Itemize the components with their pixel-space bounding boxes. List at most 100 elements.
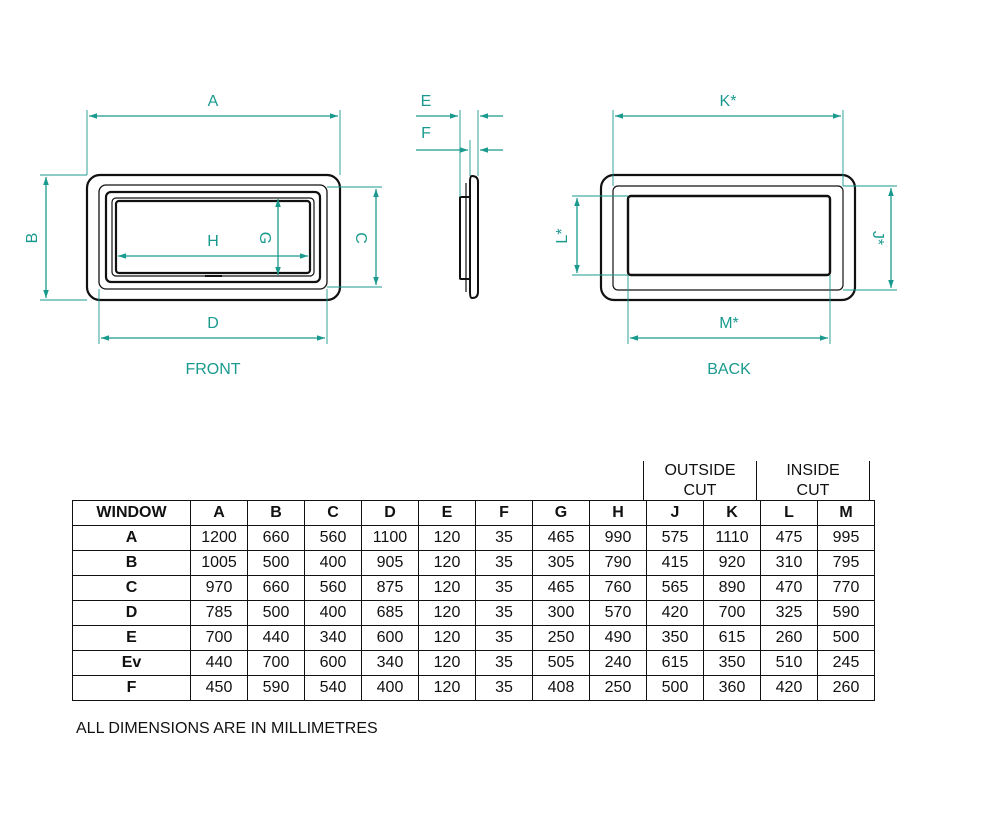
front-flange: [98, 184, 328, 290]
table-cell: 995: [817, 525, 875, 551]
header-l: L: [760, 500, 818, 526]
table-cell: 760: [589, 575, 647, 601]
table-cell: 875: [361, 575, 419, 601]
row-window-name: C: [72, 575, 191, 601]
outside-cut-line1: OUTSIDE: [664, 462, 736, 479]
label-f: F: [421, 125, 431, 142]
table-cell: 700: [703, 600, 761, 626]
table-cell: 250: [589, 675, 647, 701]
front-view-label: FRONT: [185, 361, 240, 378]
table-cell: 660: [247, 575, 305, 601]
table-cell: 310: [760, 550, 818, 576]
table-cell: 490: [589, 625, 647, 651]
table-cell: 400: [361, 675, 419, 701]
table-cell: 500: [646, 675, 704, 701]
table-cell: 400: [304, 600, 362, 626]
inside-cut-line2: CUT: [796, 482, 830, 499]
table-cell: 500: [247, 600, 305, 626]
table-cell: 120: [418, 675, 476, 701]
table-cell: 505: [532, 650, 590, 676]
row-window-name: F: [72, 675, 191, 701]
table-cell: 540: [304, 675, 362, 701]
table-cell: 350: [646, 625, 704, 651]
table-cell: 560: [304, 525, 362, 551]
side-view: E F: [416, 93, 503, 300]
table-cell: 905: [361, 550, 419, 576]
table-cell: 575: [646, 525, 704, 551]
front-glass: [114, 199, 312, 275]
header-b: B: [247, 500, 305, 526]
table-cell: 250: [532, 625, 590, 651]
table-cell: 260: [760, 625, 818, 651]
table-cell: 325: [760, 600, 818, 626]
label-a: A: [208, 93, 219, 110]
table-cell: 465: [532, 525, 590, 551]
table-cell: 120: [418, 600, 476, 626]
table-cell: 408: [532, 675, 590, 701]
table-cell: 590: [247, 675, 305, 701]
table-cell: 35: [475, 625, 533, 651]
label-b: B: [24, 233, 41, 244]
table-cell: 120: [418, 550, 476, 576]
front-outer-frame: [85, 173, 342, 302]
table-cell: 420: [646, 600, 704, 626]
label-k: K*: [720, 93, 737, 110]
row-window-name: E: [72, 625, 191, 651]
table-cell: 890: [703, 575, 761, 601]
table-cell: 685: [361, 600, 419, 626]
table-cell: 35: [475, 550, 533, 576]
back-flange: [612, 185, 844, 291]
outside-cut-header: OUTSIDE CUT: [643, 461, 757, 500]
row-window-name: D: [72, 600, 191, 626]
table-cell: 700: [190, 625, 248, 651]
table-cell: 440: [190, 650, 248, 676]
header-m: M: [817, 500, 875, 526]
table-cell: 260: [817, 675, 875, 701]
table-cell: 700: [247, 650, 305, 676]
table-cell: 120: [418, 625, 476, 651]
table-cell: 240: [589, 650, 647, 676]
table-cell: 510: [760, 650, 818, 676]
label-l: L*: [554, 228, 571, 243]
front-view: A B C D H G FRONT: [24, 93, 382, 378]
table-cell: 415: [646, 550, 704, 576]
outside-cut-line2: CUT: [683, 482, 717, 499]
table-cell: 560: [304, 575, 362, 601]
table-cell: 475: [760, 525, 818, 551]
table-cell: 350: [703, 650, 761, 676]
back-view-label: BACK: [707, 361, 751, 378]
technical-drawing: A B C D H G FRONT E: [24, 93, 897, 378]
table-cell: 1005: [190, 550, 248, 576]
table-cell: 500: [247, 550, 305, 576]
table-cell: 245: [817, 650, 875, 676]
table-cell: 470: [760, 575, 818, 601]
table-cell: 795: [817, 550, 875, 576]
table-cell: 35: [475, 525, 533, 551]
table-cell: 120: [418, 650, 476, 676]
table-cell: 770: [817, 575, 875, 601]
header-g: G: [532, 500, 590, 526]
back-view: K* J* L* M* BACK: [554, 93, 897, 378]
label-e: E: [421, 93, 432, 110]
units-note: ALL DIMENSIONS ARE IN MILLIMETRES: [76, 720, 378, 737]
header-d: D: [361, 500, 419, 526]
front-frame-lip: [104, 190, 322, 284]
table-cell: 920: [703, 550, 761, 576]
row-window-name: Ev: [72, 650, 191, 676]
table-cell: 1100: [361, 525, 419, 551]
table-cell: 340: [304, 625, 362, 651]
label-j: J*: [869, 231, 886, 245]
table-cell: 35: [475, 675, 533, 701]
table-cell: 970: [190, 575, 248, 601]
table-cell: 600: [361, 625, 419, 651]
header-k: K: [703, 500, 761, 526]
side-flange: [469, 174, 479, 300]
inside-cut-line1: INSIDE: [786, 462, 840, 479]
header-j: J: [646, 500, 704, 526]
